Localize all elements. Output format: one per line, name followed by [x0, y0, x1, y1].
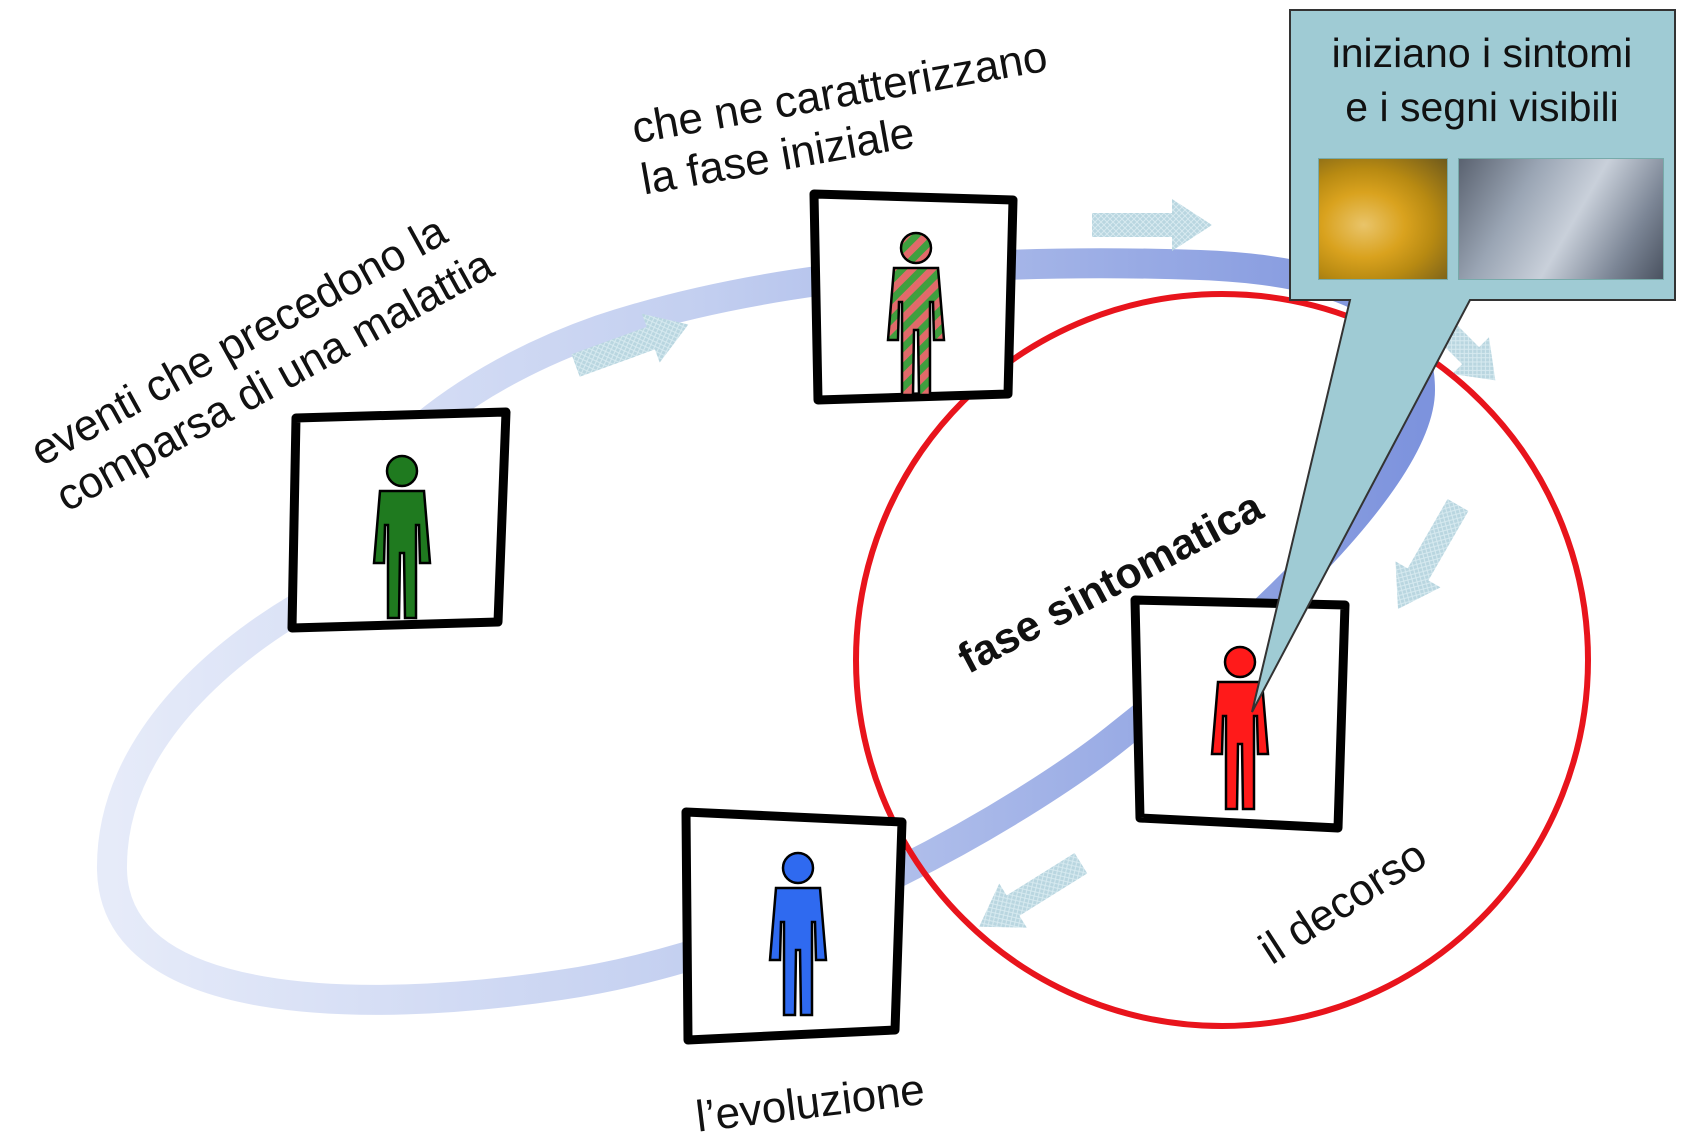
- arrow-5: [979, 853, 1088, 928]
- flow-arrows: [571, 199, 1496, 928]
- frame-evolution: [681, 807, 907, 1045]
- frame-initial: [809, 189, 1018, 405]
- photo-elderly-patient: [1458, 158, 1664, 280]
- arrow-1: [571, 313, 689, 377]
- arrow-2: [1092, 199, 1212, 251]
- frame-pre: [287, 407, 511, 633]
- arrow-4: [1395, 499, 1469, 609]
- frame-symptomatic: [1130, 595, 1350, 833]
- callout-line-2: e i segni visibili: [1345, 84, 1619, 131]
- callout-text: iniziano i sintomi e i segni visibili: [1286, 26, 1678, 134]
- callout-line-1: iniziano i sintomi: [1331, 30, 1633, 76]
- photo-sick-child: [1318, 158, 1448, 280]
- symptomatic-phase-circle: [853, 291, 1591, 1029]
